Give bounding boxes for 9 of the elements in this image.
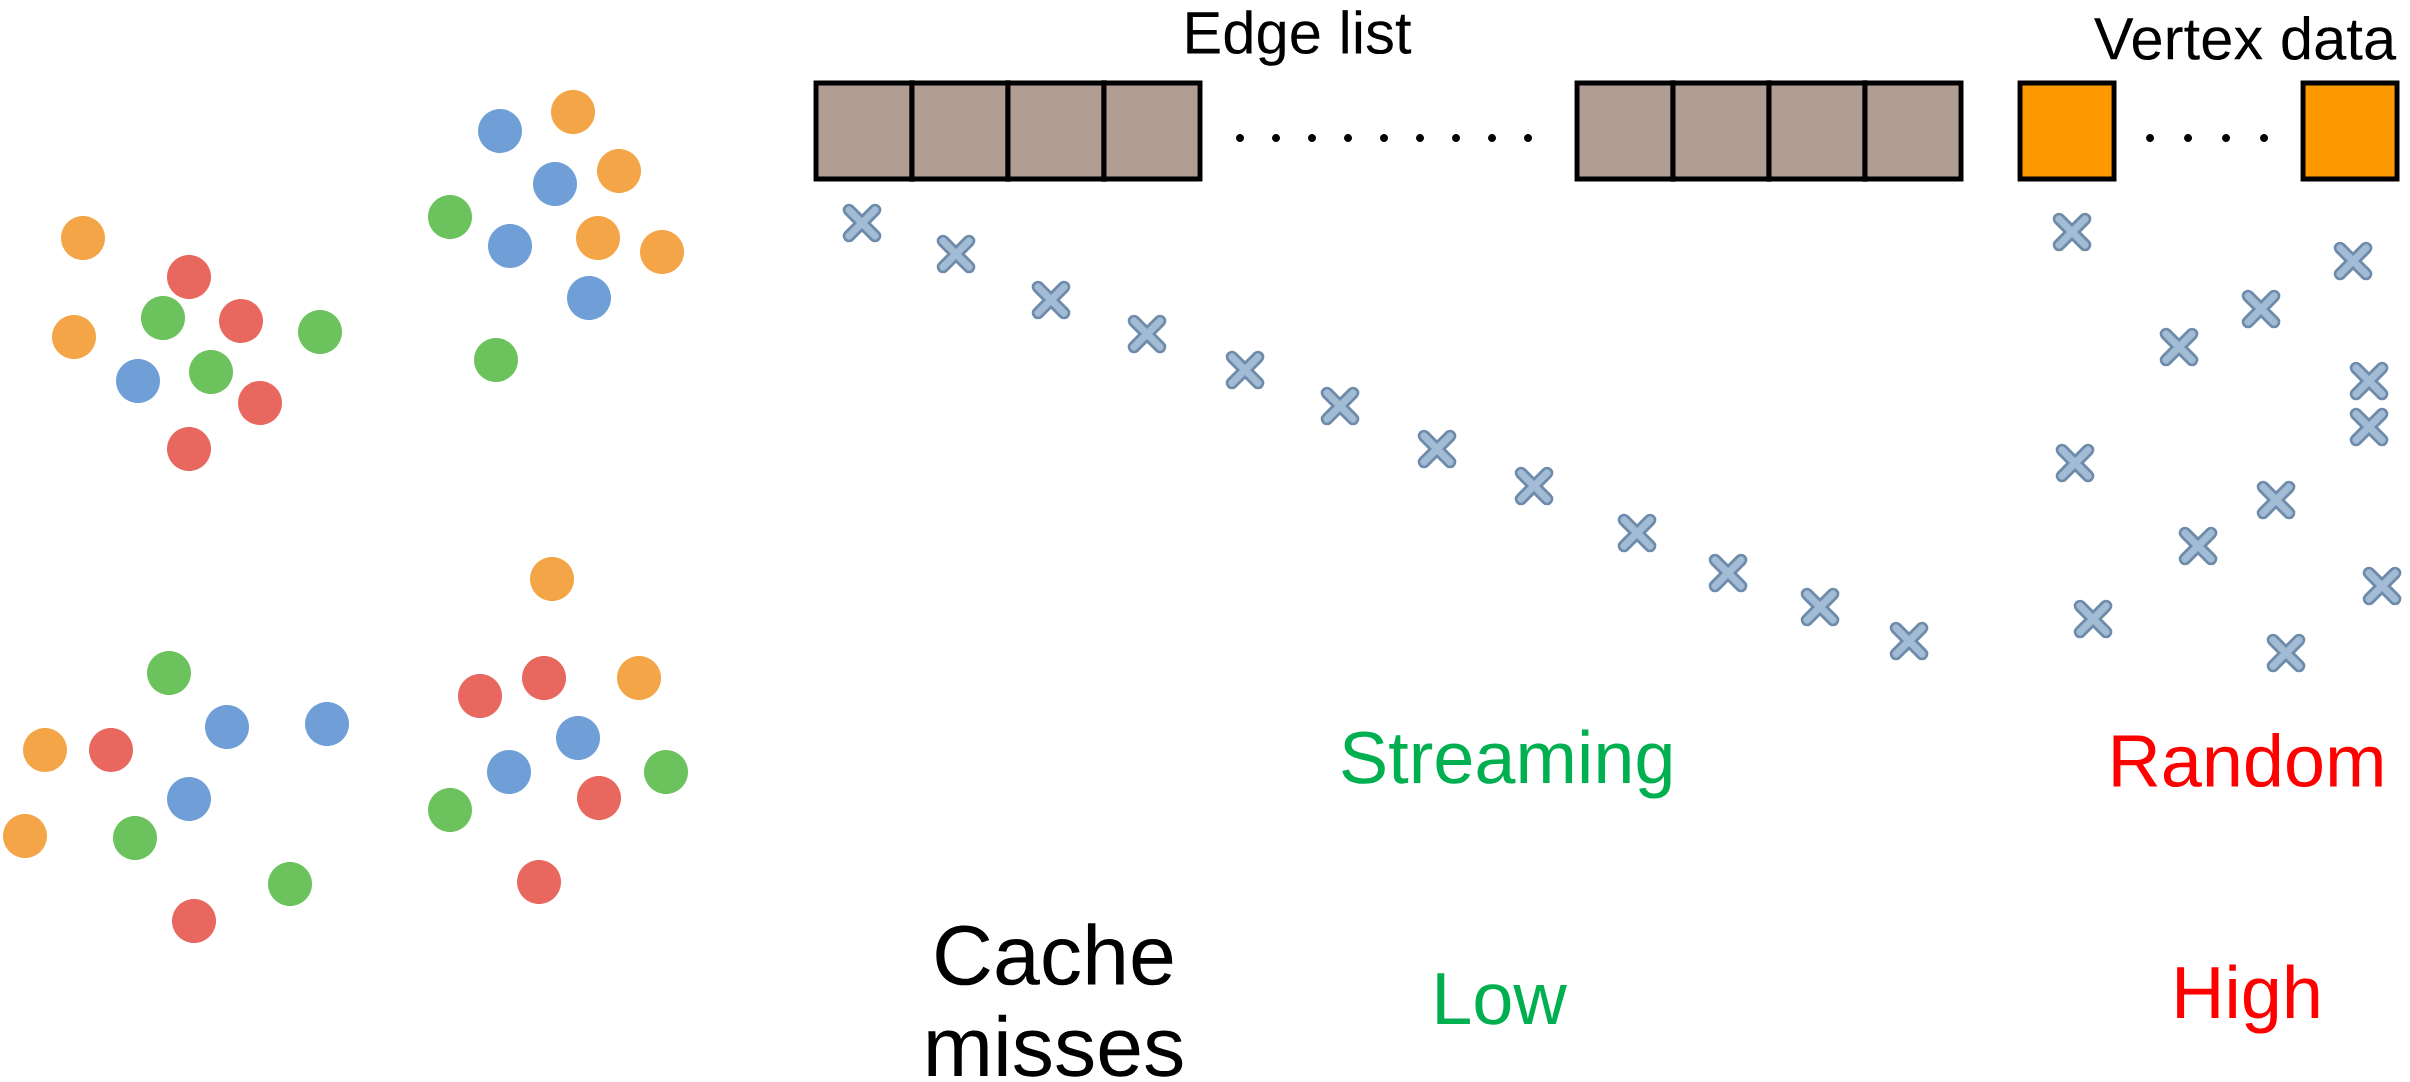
- cell-text: High: [2177, 964, 2319, 1034]
- vertex-data-array: Vertex data: [2017, 16, 2400, 182]
- cell-text: Low: [1437, 973, 1567, 1025]
- row-label: Cache misses: [928, 923, 1183, 1077]
- edge-list-array: Edge list: [813, 10, 1964, 182]
- row-label: Random: [2113, 732, 2382, 788]
- row-label: Streaming: [1342, 729, 1671, 799]
- node-label: Vertex data: [2094, 16, 2397, 60]
- node-label: Edge list: [1187, 10, 1412, 66]
